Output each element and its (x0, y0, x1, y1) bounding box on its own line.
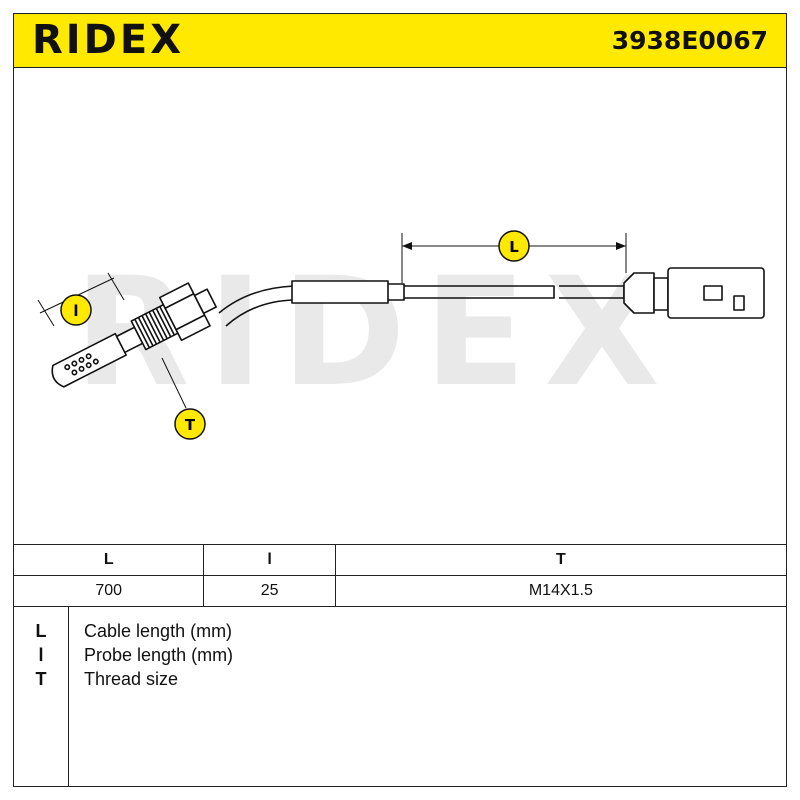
legend-keys-column: L l T (14, 607, 69, 787)
spec-table: L l T 700 25 M14X1.5 (14, 544, 786, 606)
spec-value-row: 700 25 M14X1.5 (14, 575, 786, 606)
sensor-diagram: L l T (37, 230, 765, 440)
spec-header-thread: T (334, 544, 786, 576)
spec-header-probe-length: l (203, 544, 336, 576)
svg-text:l: l (73, 302, 78, 320)
technical-drawing: RIDEX (14, 68, 786, 544)
legend-description: Cable length (mm) (84, 621, 233, 641)
callout-probe-length: l (60, 294, 92, 326)
spec-header-cable-length: L (14, 544, 204, 576)
legend-description: Thread size (84, 669, 179, 689)
callout-thread: T (174, 408, 206, 440)
svg-text:T: T (185, 416, 196, 434)
brand-logo: RIDEX (32, 17, 185, 63)
datasheet-frame: RIDEX 3938E0067 RIDEX (13, 13, 787, 787)
spec-value-cable-length: 700 (14, 575, 204, 606)
part-number: 3938E0067 (611, 26, 768, 55)
callout-cable-length: L (498, 230, 530, 262)
legend-key: l (38, 645, 44, 665)
svg-text:L: L (509, 238, 519, 256)
legend: L l T Cable length (mm) Probe length (mm… (14, 606, 786, 787)
probe-tip (51, 282, 217, 388)
header-bar: RIDEX 3938E0067 (14, 14, 786, 68)
spec-header-row: L l T (14, 544, 786, 576)
legend-key: L (35, 621, 47, 641)
spec-value-thread: M14X1.5 (334, 575, 786, 606)
legend-key: T (35, 669, 47, 689)
spec-value-probe-length: 25 (203, 575, 336, 606)
legend-description: Probe length (mm) (84, 645, 234, 665)
